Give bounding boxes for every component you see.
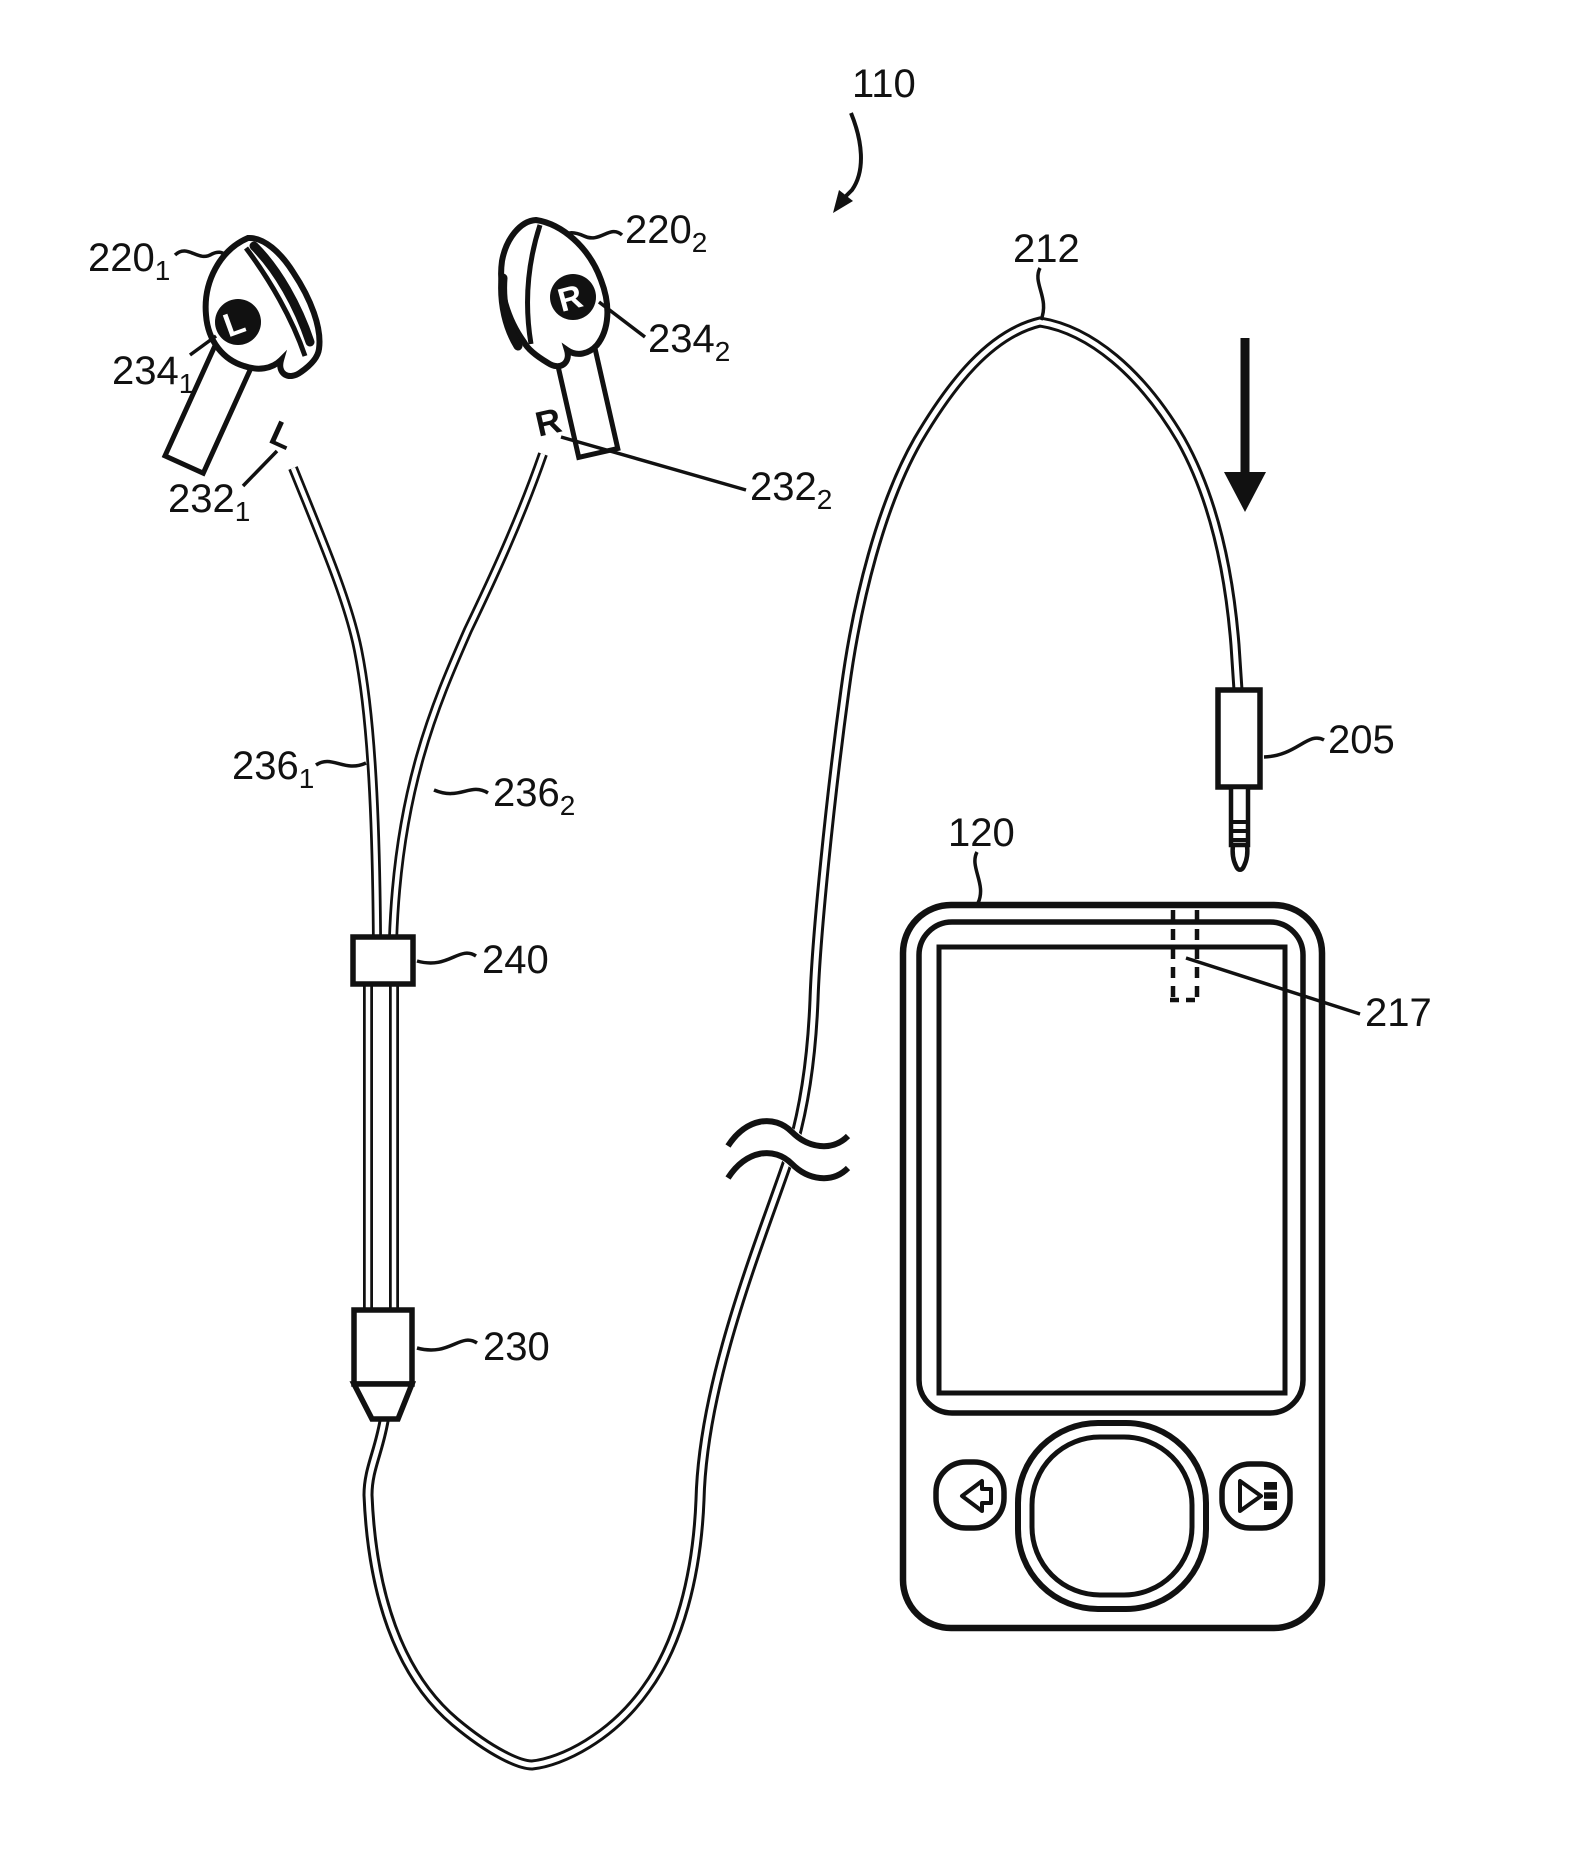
figure-arrow-curve: [844, 112, 863, 198]
label-230: 230: [483, 1325, 550, 1369]
break-mask: [714, 1121, 860, 1179]
main-cable-core: [365, 319, 1241, 1768]
down-arrow-icon: [1224, 338, 1266, 512]
player-body: [899, 901, 1326, 1632]
leader-230: [416, 1338, 478, 1352]
left-marker-circle: [215, 299, 261, 345]
left-earbud-wire-core: [290, 467, 380, 941]
cable-break-symbol: [714, 1118, 860, 1182]
leader-220-1: [173, 249, 228, 259]
break-wave-upper: [725, 1118, 851, 1150]
insert-arrow-head: [1224, 472, 1266, 512]
leader-232-1: [241, 449, 279, 488]
earbud-left: L L: [161, 235, 323, 477]
label-110: 110: [852, 62, 916, 106]
label-234-2: 2342: [648, 317, 730, 367]
play-triangle: [1238, 1479, 1263, 1513]
media-player: [899, 901, 1326, 1632]
label-220-1: 2201: [88, 236, 170, 286]
right-earbud-wire-core: [390, 453, 546, 941]
label-217: 217: [1365, 991, 1432, 1035]
reference-labels: 110 2201 2341 2321 2202 2342 2322 2361 2…: [88, 62, 1432, 1369]
jack-socket-dashed: [1170, 910, 1200, 1003]
left-face-divider: [243, 246, 308, 357]
leader-120: [973, 851, 983, 904]
leader-lines: [173, 229, 1361, 1352]
label-232-1: 2321: [168, 477, 250, 527]
label-236-1: 2361: [232, 744, 314, 794]
leader-236-2: [433, 787, 489, 796]
label-236-2: 2362: [493, 771, 575, 821]
right-earbud-wire: [388, 452, 548, 941]
figure-arrow-head: [833, 190, 853, 213]
audio-plug: [1215, 687, 1263, 872]
label-205: 205: [1328, 718, 1395, 762]
earbud-right: R R: [498, 216, 621, 461]
plug-tip: [1230, 842, 1250, 872]
label-212: 212: [1013, 227, 1080, 271]
label-240: 240: [482, 938, 549, 982]
leader-240: [416, 951, 477, 965]
junction-taper: [349, 1381, 417, 1422]
leader-234-2: [597, 300, 647, 339]
break-wave-lower: [725, 1150, 851, 1182]
play-pause-icon: [1238, 1479, 1277, 1513]
label-220-2: 2202: [625, 208, 707, 258]
junction-body: [351, 1307, 415, 1387]
left-stem-letter: L: [264, 413, 300, 457]
touch-pad-inner: [1029, 1434, 1195, 1598]
leader-217: [1185, 956, 1361, 1016]
main-cable: [362, 316, 1244, 1771]
label-232-2: 2322: [750, 465, 832, 515]
leader-205: [1263, 736, 1325, 759]
leader-236-1: [315, 759, 367, 768]
cord-junction: [349, 1307, 417, 1422]
right-face-rim-shade: [498, 273, 523, 351]
plug-shaft: [1228, 784, 1251, 848]
leader-234-1: [188, 334, 218, 357]
back-arrow-icon: [960, 1479, 993, 1513]
leader-212: [1036, 267, 1046, 321]
paired-wires: [363, 980, 399, 1315]
leader-220-2: [565, 229, 624, 240]
player-screen: [936, 944, 1288, 1396]
figure-arrow-110: [833, 112, 863, 213]
cord-slider: [350, 934, 416, 987]
right-face-divider: [525, 224, 543, 345]
pause-block: [1264, 1482, 1277, 1510]
plug-body: [1215, 687, 1263, 790]
leader-232-2: [560, 435, 747, 492]
label-120: 120: [948, 811, 1015, 855]
touch-pad-outer: [1015, 1420, 1209, 1612]
right-stem-letter: R: [532, 401, 565, 445]
right-marker-circle: [550, 274, 596, 320]
player-bezel: [916, 919, 1306, 1416]
left-face-rim-shade: [249, 241, 315, 347]
earbud-wires: [288, 452, 548, 941]
label-234-1: 2341: [112, 349, 194, 399]
